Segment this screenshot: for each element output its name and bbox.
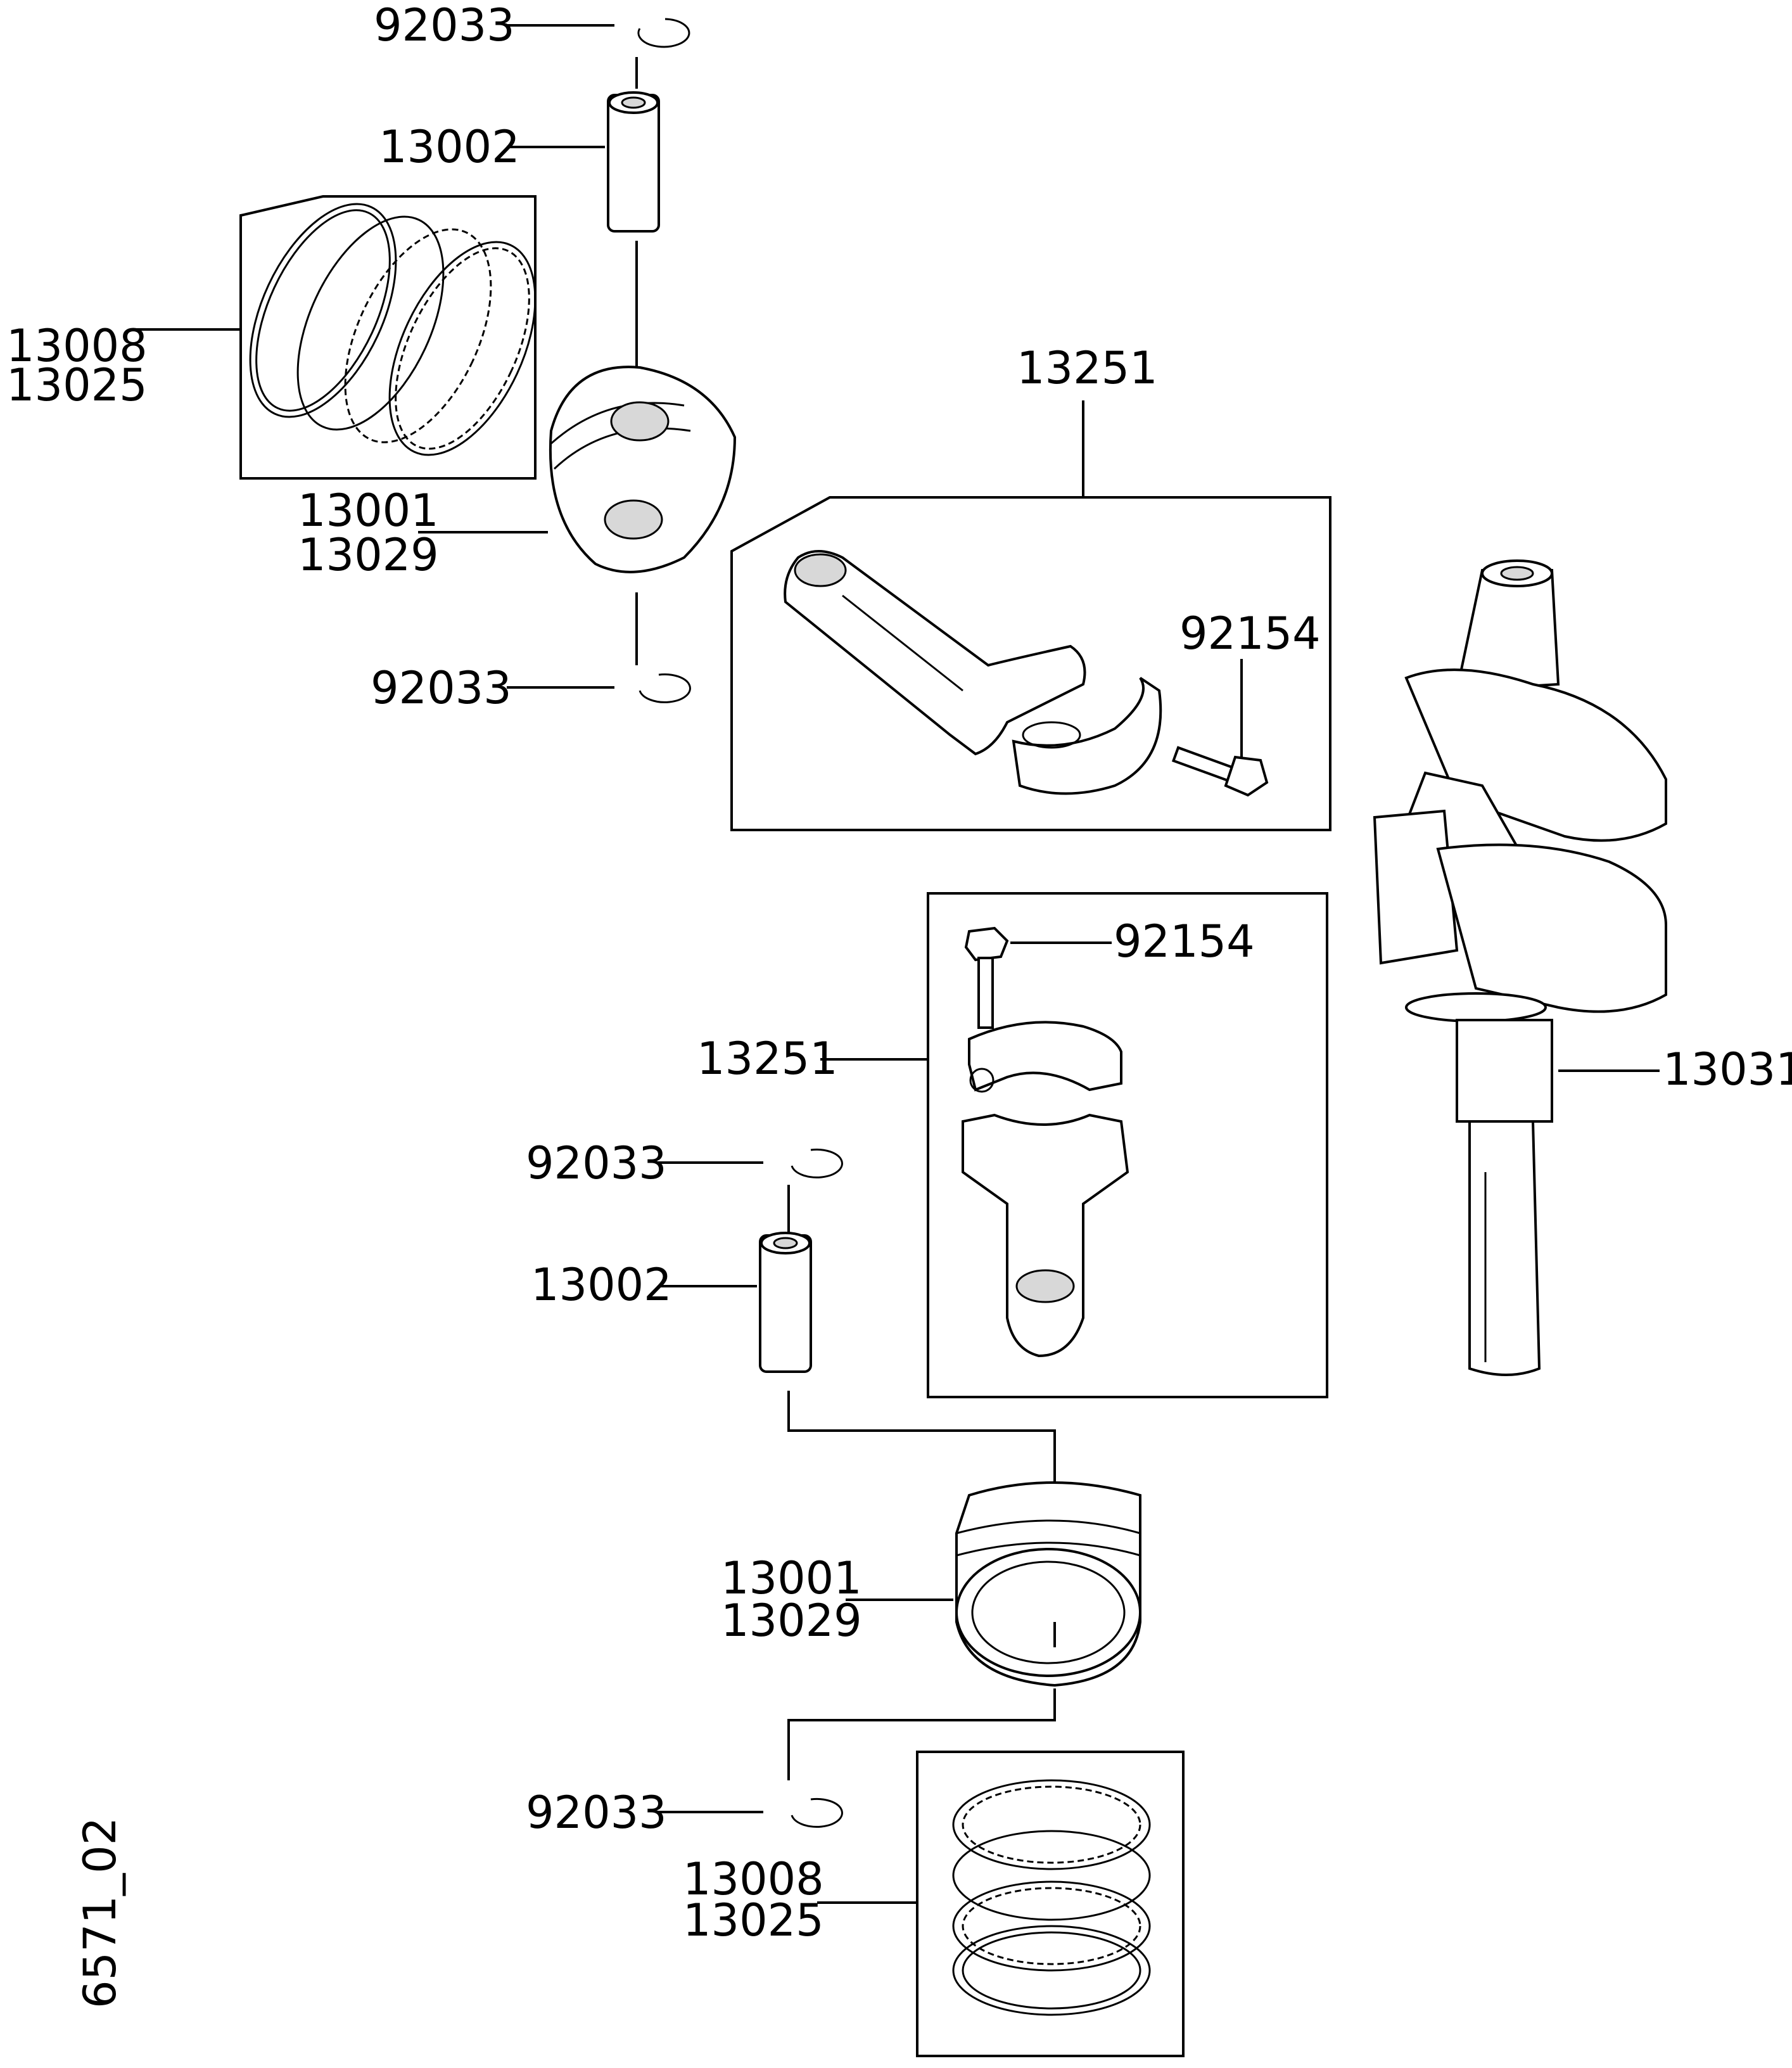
label-bot-piston-pin: 13002 (531, 1259, 672, 1311)
label-bot-circlip-upper: 92033 (526, 1137, 667, 1189)
label-bot-piston-a: 13001 (721, 1552, 862, 1604)
bot-piston-pin: 13002 (531, 1232, 812, 1373)
top-conrod-assembly: 13251 92154 (730, 342, 1331, 831)
label-top-piston-pin: 13002 (379, 121, 520, 173)
crankshaft: 13031 (1373, 559, 1792, 1376)
label-top-ring-set-b: 13025 (6, 359, 148, 411)
label-top-piston-a: 13001 (298, 485, 439, 537)
label-top-circlip-upper: 92033 (374, 0, 515, 51)
label-bot-ring-set-a: 13008 (683, 1853, 824, 1905)
mid-conrod-bolt-icon (964, 926, 1009, 1029)
label-bot-ring-set-b: 13025 (683, 1894, 824, 1946)
label-mid-conrod-assy: 13251 (697, 1033, 838, 1085)
bot-ring-set: 13008 13025 (683, 1751, 1185, 2057)
label-top-conrod-assy: 13251 (1017, 342, 1158, 394)
label-bot-piston-b: 13029 (721, 1595, 862, 1647)
top-ring-set: 13008 13025 (6, 195, 537, 480)
drawing-id: 6571_02 (74, 1817, 126, 2008)
mid-conrod-assembly: 92154 13251 (697, 892, 1328, 1398)
label-crankshaft: 13031 (1663, 1044, 1792, 1095)
bot-circlip-upper: 92033 (526, 1137, 843, 1189)
top-circlip-upper: 92033 (374, 0, 690, 51)
label-mid-conrod-bolt: 92154 (1114, 916, 1255, 967)
label-top-ring-set-a: 13008 (6, 320, 148, 372)
bot-circlip-lower: 92033 (526, 1787, 843, 1839)
top-conrod-bolt-icon (1171, 746, 1269, 797)
label-bot-circlip-lower: 92033 (526, 1787, 667, 1839)
label-top-circlip-lower: 92033 (371, 662, 512, 714)
top-piston: 13001 13029 (298, 366, 737, 581)
bot-piston: 13001 13029 (721, 1481, 1141, 1687)
label-top-piston-b: 13029 (298, 529, 439, 581)
top-piston-pin: 13002 (379, 91, 660, 233)
label-top-conrod-bolt: 92154 (1179, 608, 1321, 660)
top-circlip-lower: 92033 (371, 662, 691, 714)
